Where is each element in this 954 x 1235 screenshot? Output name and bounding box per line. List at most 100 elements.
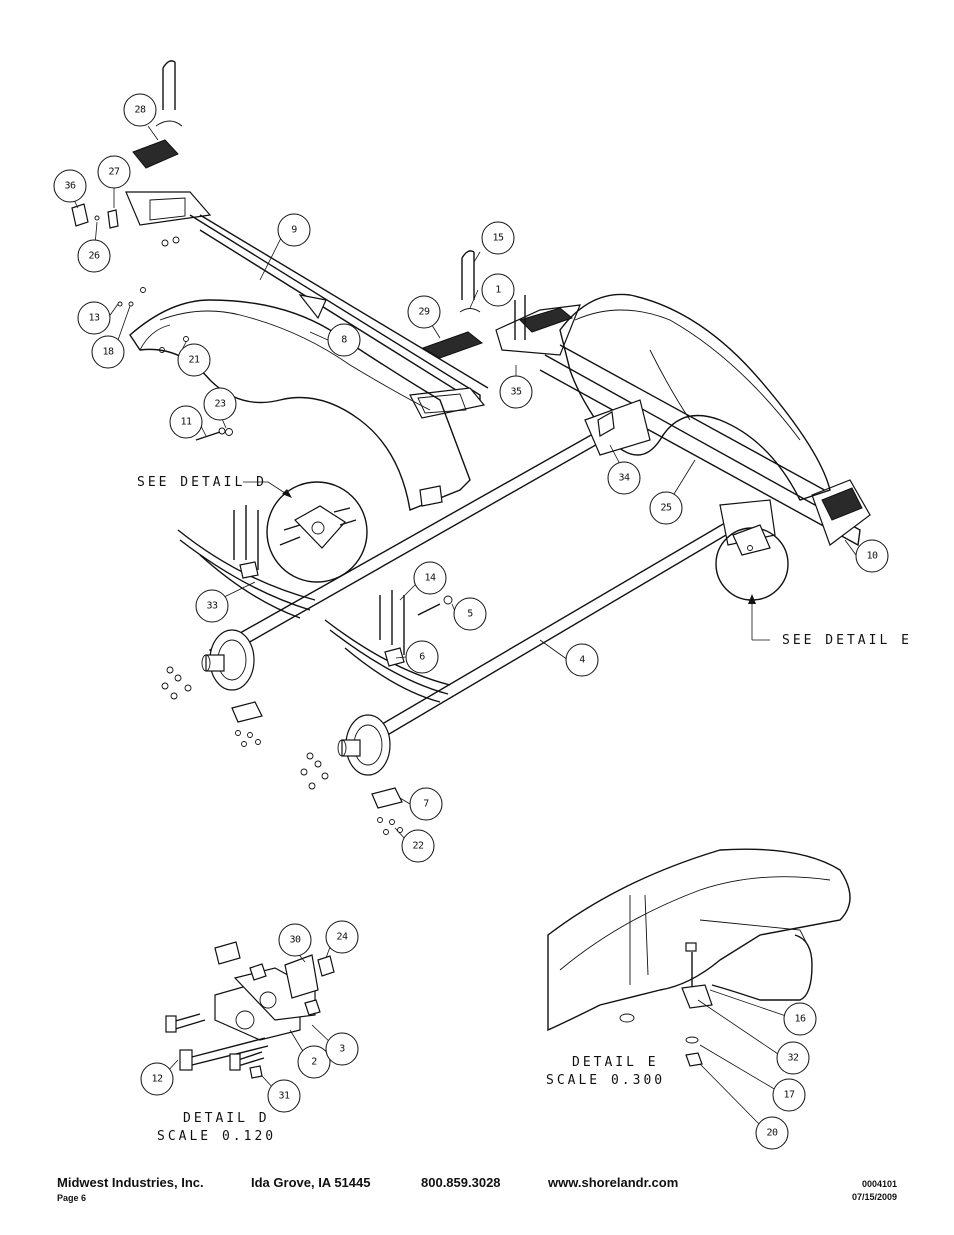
callout-3: 3 <box>325 1032 359 1066</box>
svg-text:33: 33 <box>206 601 218 612</box>
callout-27: 27 <box>97 155 131 189</box>
hub-rear <box>337 714 391 776</box>
footer-date: 07/15/2009 <box>851 1192 897 1202</box>
svg-text:31: 31 <box>278 1091 290 1102</box>
footer-city: Ida Grove, IA 51445 <box>251 1175 371 1190</box>
step-pad-29 <box>421 331 484 359</box>
callout-32: 32 <box>776 1041 810 1075</box>
svg-text:6: 6 <box>419 652 425 663</box>
svg-text:26: 26 <box>88 251 100 262</box>
callout-4: 4 <box>565 643 599 677</box>
svg-text:36: 36 <box>64 181 76 192</box>
svg-text:9: 9 <box>291 225 297 236</box>
callout-1: 1 <box>481 273 515 307</box>
callout-14: 14 <box>413 561 447 595</box>
svg-text:32: 32 <box>787 1053 799 1064</box>
svg-text:17: 17 <box>783 1090 795 1101</box>
svg-text:23: 23 <box>214 399 226 410</box>
u-bolt-top <box>155 60 183 127</box>
detail-d-title: DETAIL D <box>183 1111 270 1126</box>
bolt-11 <box>195 427 233 441</box>
callout-12: 12 <box>140 1062 174 1096</box>
detail-leaders <box>243 481 770 641</box>
svg-text:30: 30 <box>289 935 301 946</box>
callout-29: 29 <box>407 295 441 329</box>
callout-20: 20 <box>755 1116 789 1150</box>
leaf-spring-14 <box>324 590 453 703</box>
svg-text:10: 10 <box>866 551 878 562</box>
svg-text:24: 24 <box>336 932 348 943</box>
callout-25: 25 <box>649 491 683 525</box>
callout-36: 36 <box>53 169 87 203</box>
see-detail-e-label: SEE DETAIL E <box>782 633 912 648</box>
hardware-36-26-27 <box>71 203 180 307</box>
callout-17: 17 <box>772 1078 806 1112</box>
right-fender <box>559 293 831 501</box>
svg-text:21: 21 <box>188 355 200 366</box>
svg-text:13: 13 <box>88 313 100 324</box>
svg-text:15: 15 <box>492 233 504 244</box>
callout-18: 18 <box>91 335 125 369</box>
leaf-spring-33 <box>177 505 316 619</box>
svg-text:1: 1 <box>495 285 501 296</box>
svg-text:8: 8 <box>341 335 347 346</box>
svg-text:12: 12 <box>151 1074 163 1085</box>
svg-text:18: 18 <box>102 347 114 358</box>
footer-doc-number: 0004101 <box>861 1179 897 1189</box>
callout-26: 26 <box>77 239 111 273</box>
callout-10: 10 <box>855 539 889 573</box>
u-bolt-15 <box>459 250 481 313</box>
svg-text:16: 16 <box>794 1014 806 1025</box>
svg-text:2: 2 <box>311 1057 317 1068</box>
callout-11: 11 <box>169 405 203 439</box>
right-fender-frame <box>495 295 871 547</box>
callout-23: 23 <box>203 387 237 421</box>
callout-16: 16 <box>783 1002 817 1036</box>
callout-7: 7 <box>409 787 443 821</box>
callout-22: 22 <box>401 829 435 863</box>
see-detail-d-label: SEE DETAIL D <box>137 475 267 490</box>
callout-30: 30 <box>278 923 312 957</box>
footer-phone: 800.859.3028 <box>421 1175 501 1190</box>
svg-text:7: 7 <box>423 799 429 810</box>
callout-5: 5 <box>453 597 487 631</box>
detail-d-exploded <box>165 941 335 1079</box>
callout-28: 28 <box>123 93 157 127</box>
svg-text:5: 5 <box>467 609 473 620</box>
callout-9: 9 <box>277 213 311 247</box>
svg-text:29: 29 <box>418 307 430 318</box>
detail-e-view <box>547 848 851 1067</box>
detail-e-title: DETAIL E <box>572 1055 659 1070</box>
svg-text:35: 35 <box>510 387 522 398</box>
svg-text:28: 28 <box>134 105 146 116</box>
detail-d-scale: SCALE 0.120 <box>157 1129 276 1144</box>
callout-8: 8 <box>327 323 361 357</box>
lug-nuts-front <box>161 666 263 747</box>
svg-text:25: 25 <box>660 503 672 514</box>
footer-website[interactable]: www.shorelandr.com <box>548 1175 679 1190</box>
detail-e-scale: SCALE 0.300 <box>546 1073 665 1088</box>
page-footer: Midwest Industries, Inc. Ida Grove, IA 5… <box>57 1175 897 1215</box>
callout-21: 21 <box>177 343 211 377</box>
svg-text:34: 34 <box>618 473 630 484</box>
left-fender-bracket <box>125 191 489 419</box>
callout-13: 13 <box>77 301 111 335</box>
footer-company: Midwest Industries, Inc. <box>57 1175 204 1190</box>
callout-31: 31 <box>267 1079 301 1113</box>
callout-33: 33 <box>195 589 229 623</box>
svg-text:20: 20 <box>766 1128 778 1139</box>
axle-rear <box>353 499 776 751</box>
detail-d-circle <box>266 481 368 583</box>
axle-front <box>208 399 651 661</box>
lug-nuts-rear <box>300 752 403 835</box>
callout-15: 15 <box>481 221 515 255</box>
callout-34: 34 <box>607 461 641 495</box>
callout-6: 6 <box>405 640 439 674</box>
svg-text:27: 27 <box>108 167 120 178</box>
svg-text:3: 3 <box>339 1044 345 1055</box>
callout-35: 35 <box>499 375 533 409</box>
callout-24: 24 <box>325 920 359 954</box>
detail-e-circle <box>715 524 789 601</box>
parts-diagram: SEE DETAIL D SEE DETAIL E DETAIL D SCALE… <box>53 60 912 1150</box>
hub-front <box>201 629 255 691</box>
